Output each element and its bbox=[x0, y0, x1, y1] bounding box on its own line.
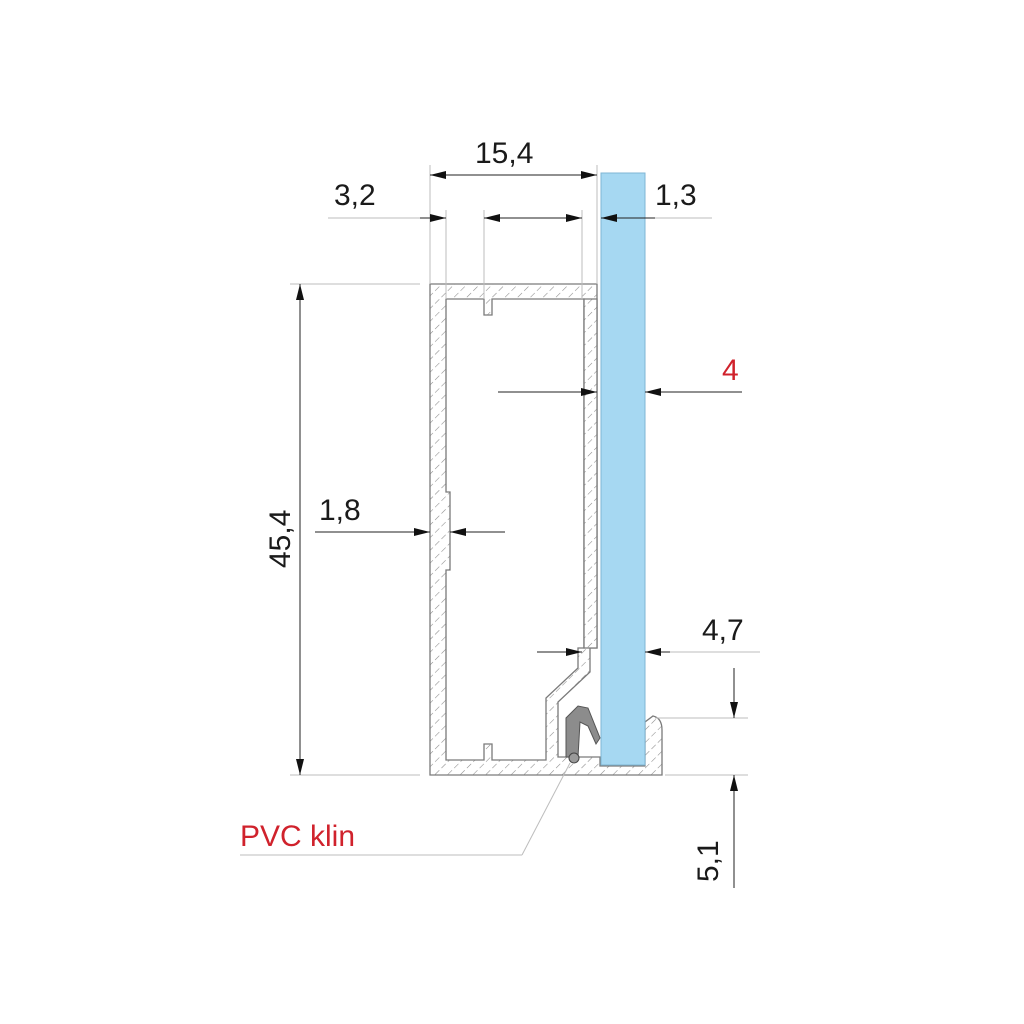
dim-left-offset: 3,2 bbox=[334, 179, 376, 212]
dim-wall-thickness: 1,8 bbox=[319, 494, 361, 527]
dim-lower-gap: 4,7 bbox=[702, 614, 744, 647]
aluminium-profile bbox=[429, 283, 663, 776]
pvc-wedge bbox=[565, 705, 601, 764]
dimension-lines bbox=[240, 171, 742, 888]
extension-lines bbox=[290, 165, 760, 776]
dim-height: 45,4 bbox=[264, 510, 297, 568]
dim-glass-gap: 1,3 bbox=[655, 179, 697, 212]
dim-bottom-lip: 5,1 bbox=[692, 840, 725, 882]
pvc-wedge-label: PVC klin bbox=[240, 820, 355, 853]
dim-glass-thickness: 4 bbox=[722, 354, 739, 387]
dim-top-width: 15,4 bbox=[475, 137, 533, 170]
glass-panel bbox=[600, 172, 646, 766]
